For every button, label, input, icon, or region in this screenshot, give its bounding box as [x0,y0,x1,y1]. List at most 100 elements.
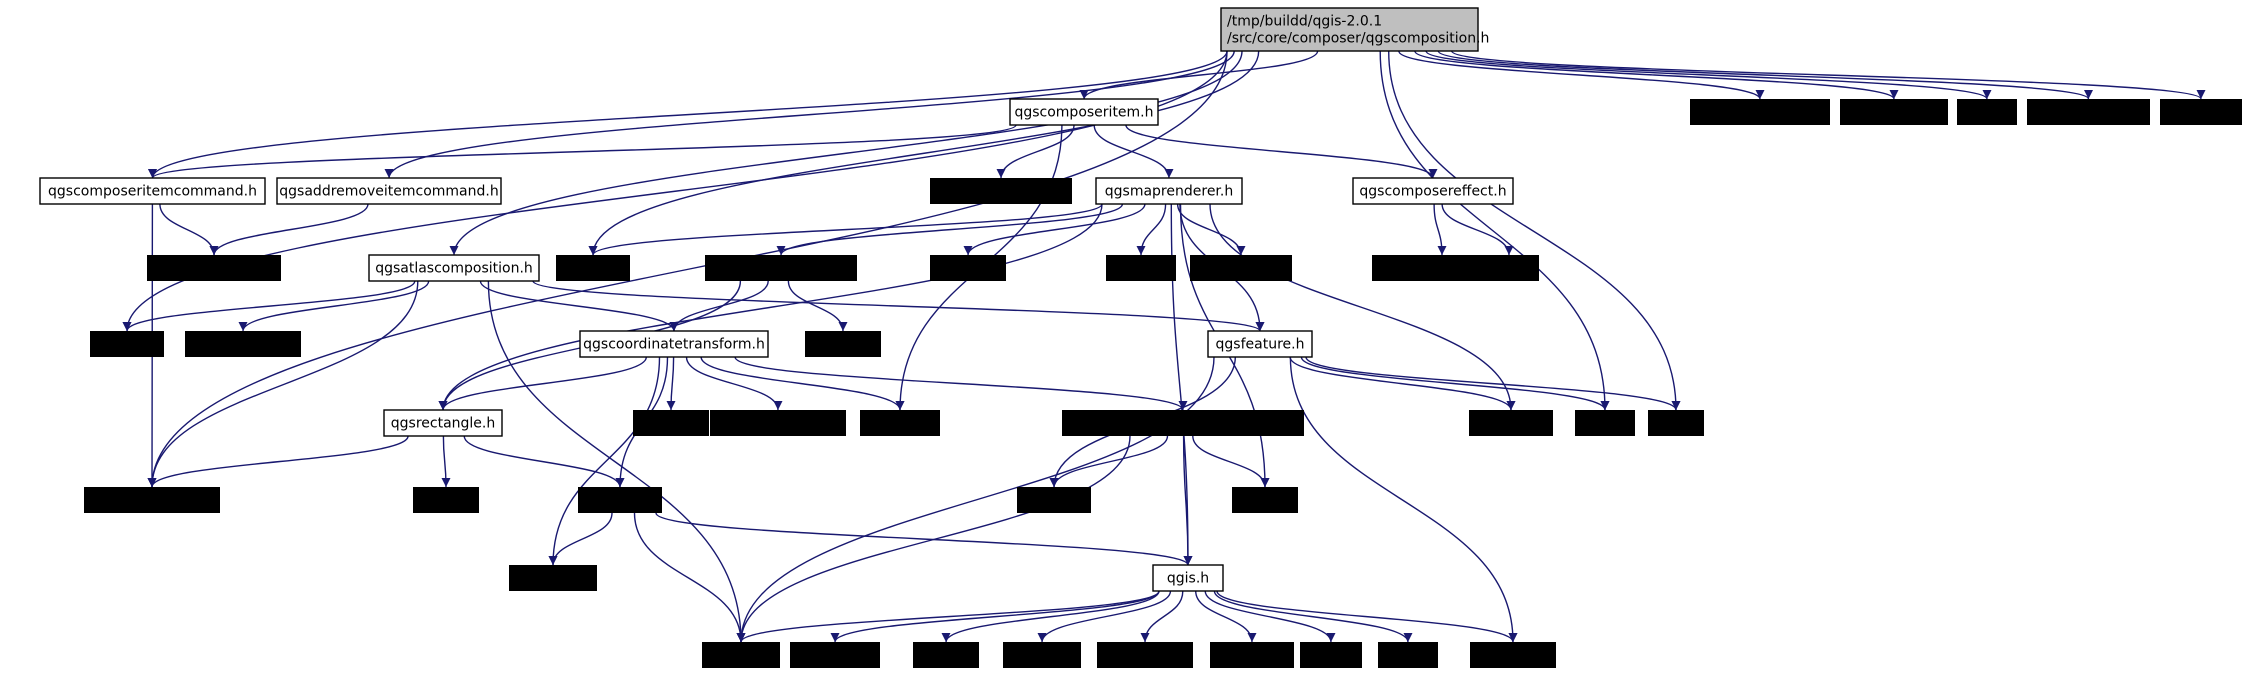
node-box-qgraphicsrectitem [930,178,1072,204]
node-box-vector [633,410,709,436]
edge-qgspoint-to-qstring [633,512,746,643]
node-label: iostream [522,571,584,587]
node-qgraphicsrectitem[interactable]: QGraphicsRectItem [930,178,1072,204]
edge-qgsmaprenderer-to-qgsrectangle [438,203,1103,411]
node-box-qsize [1106,255,1176,281]
node-label: qgscomposeritemcommand.h [48,184,257,200]
node-qsize[interactable]: QSize [1106,255,1176,281]
node-label: qgsrectangle.h [391,416,495,432]
node-label: vector [649,416,694,432]
node-label: QMutex [941,261,995,277]
edge-root-to-qgraphicsscene [1398,50,1765,100]
node-iostream[interactable]: iostream [509,565,597,591]
node-label: qgscomposereffect.h [1359,184,1506,200]
node-qgsaddremoveitemcommand[interactable]: qgsaddremoveitemcommand.h [276,177,502,205]
node-qpainter[interactable]: QPainter [556,255,630,281]
edge-qgscomposeritemcommand-to-qundocommand [159,203,219,256]
node-qgsrendercontext[interactable]: qgsrendercontext.h [705,255,857,281]
node-qhash[interactable]: QHash [1017,487,1091,513]
edge-qgsatlascomposition-to-qgscoordinatetransform [479,280,679,332]
node-qpair[interactable]: QPair [1957,99,2017,125]
node-qregexp[interactable]: QRegExp [1003,642,1081,668]
node-box-qgsaddremoveitemcommand [276,177,502,205]
node-qgraphicsscene[interactable]: QGraphicsScene [1690,99,1830,125]
node-label: QUndoStack [2045,105,2132,121]
node-box-qgsrendercontext [705,255,857,281]
node-qgspoint[interactable]: qgspoint.h [578,487,662,513]
node-qgscomposeritem[interactable]: qgscomposeritem.h [1009,98,1159,126]
node-qundostack[interactable]: QUndoStack [2027,99,2150,125]
node-qmetatype[interactable]: QMetaType [1097,642,1193,668]
node-iosfwd[interactable]: iosfwd [413,487,479,513]
edge-root-to-qgsaddremoveitemcommand [384,50,1235,179]
edge-qgsfeature-to-qvector [1289,356,1516,411]
node-qnumeric[interactable]: qnumeric.h [790,642,880,668]
node-root[interactable]: /tmp/buildd/qgis-2.0.1/src/core/composer… [1220,7,1489,52]
node-label: QPair [1968,105,2005,121]
node-qgscomposeritemcommand[interactable]: qgscomposeritemcommand.h [39,177,266,205]
node-stdlib[interactable]: stdlib.h [1210,642,1294,668]
node-qmutex[interactable]: QMutex [930,255,1006,281]
node-qvector[interactable]: QVector [1469,410,1553,436]
node-box-stdlib [1210,642,1294,668]
node-qprinter[interactable]: QPrinter [2160,99,2242,125]
node-vector[interactable]: vector [633,410,709,436]
node-label: qgscomposeritem.h [1014,105,1153,121]
node-qdomelement[interactable]: QDomElement [185,331,301,357]
node-qgsmaprenderer[interactable]: qgsmaprenderer.h [1095,177,1243,205]
node-label: QList [1587,416,1623,432]
node-qstringlist[interactable]: QStringList [1190,255,1292,281]
node-qlinkedlist[interactable]: QLinkedList [1840,99,1948,125]
edge-qgscomposeritem-to-qgscomposeritemcommand [148,124,1017,179]
node-qundocommand[interactable]: QUndoCommand [147,255,281,281]
edge-root-to-qpainter [588,50,1260,256]
node-qevent[interactable]: QEvent [913,642,979,668]
node-qcolor[interactable]: QColor [805,331,881,357]
node-qgsrectangle[interactable]: qgsrectangle.h [383,409,503,437]
node-box-qgscsexception [710,410,846,436]
node-label: QDomDocument [94,493,211,509]
edge-qgsfeature-to-qvariant [1289,356,1518,643]
node-label: QObject [872,416,929,432]
node-qtgui[interactable]: QtGui [1479,255,1539,281]
node-label: iosfwd [424,493,469,509]
edge-qgspoint-to-iostream [548,512,613,566]
node-qobject[interactable]: QObject [860,410,940,436]
node-qdomdocument[interactable]: QDomDocument [84,487,220,513]
edge-qgsatlascomposition-to-qgsfeature [532,280,1265,332]
node-qgscomposereffect[interactable]: qgscomposereffect.h [1352,177,1514,205]
node-cfloat[interactable]: cfloat [1300,642,1362,668]
node-qgscoordinatereferencesystem[interactable]: qgscoordinatereferencesystem.h [1062,410,1304,436]
node-qmap[interactable]: QMap [1232,487,1298,513]
node-qgis[interactable]: qgis.h [1152,564,1224,592]
node-memory[interactable]: memory [90,331,164,357]
edge-qgscoordinatetransform-to-qgscsexception [685,356,783,411]
node-label: QtGui [1489,261,1529,277]
node-qgsatlascomposition[interactable]: qgsatlascomposition.h [368,254,540,282]
node-label: QLinkedList [1853,105,1935,121]
node-box-qgspoint [578,487,662,513]
node-qgsfeature[interactable]: qgsfeature.h [1207,330,1313,358]
node-box-qdomelement [185,331,301,357]
node-qstring[interactable]: QString [702,642,780,668]
node-qgscoordinatetransform[interactable]: qgscoordinatetransform.h [579,330,769,358]
node-label: qnumeric.h [795,648,875,664]
node-qlist[interactable]: QList [1575,410,1635,436]
edge-qgsrectangle-to-iosfwd [441,435,451,488]
node-box-qvariant [1470,642,1556,668]
node-qvariant[interactable]: QVariant [1470,642,1556,668]
node-label: qgsrendercontext.h [712,261,849,277]
node-qgscsexception[interactable]: qgscsexception.h [710,410,846,436]
node-box-qgis [1152,564,1224,592]
root-label-line-1: /tmp/buildd/qgis-2.0.1 [1227,14,1382,30]
edge-qgscomposereffect-to-qgraphicseffect [1433,203,1447,256]
node-cmath[interactable]: cmath [1378,642,1438,668]
edge-qgsfeature-to-qset [1305,356,1681,411]
node-label: qgspoint.h [583,493,657,509]
node-qset[interactable]: QSet [1648,410,1704,436]
edge-qgis-to-qnumeric [830,590,1160,643]
edge-root-to-qgscomposeritemcommand [148,50,1228,179]
node-box-qtgui [1479,255,1539,281]
node-box-qstringlist [1190,255,1292,281]
